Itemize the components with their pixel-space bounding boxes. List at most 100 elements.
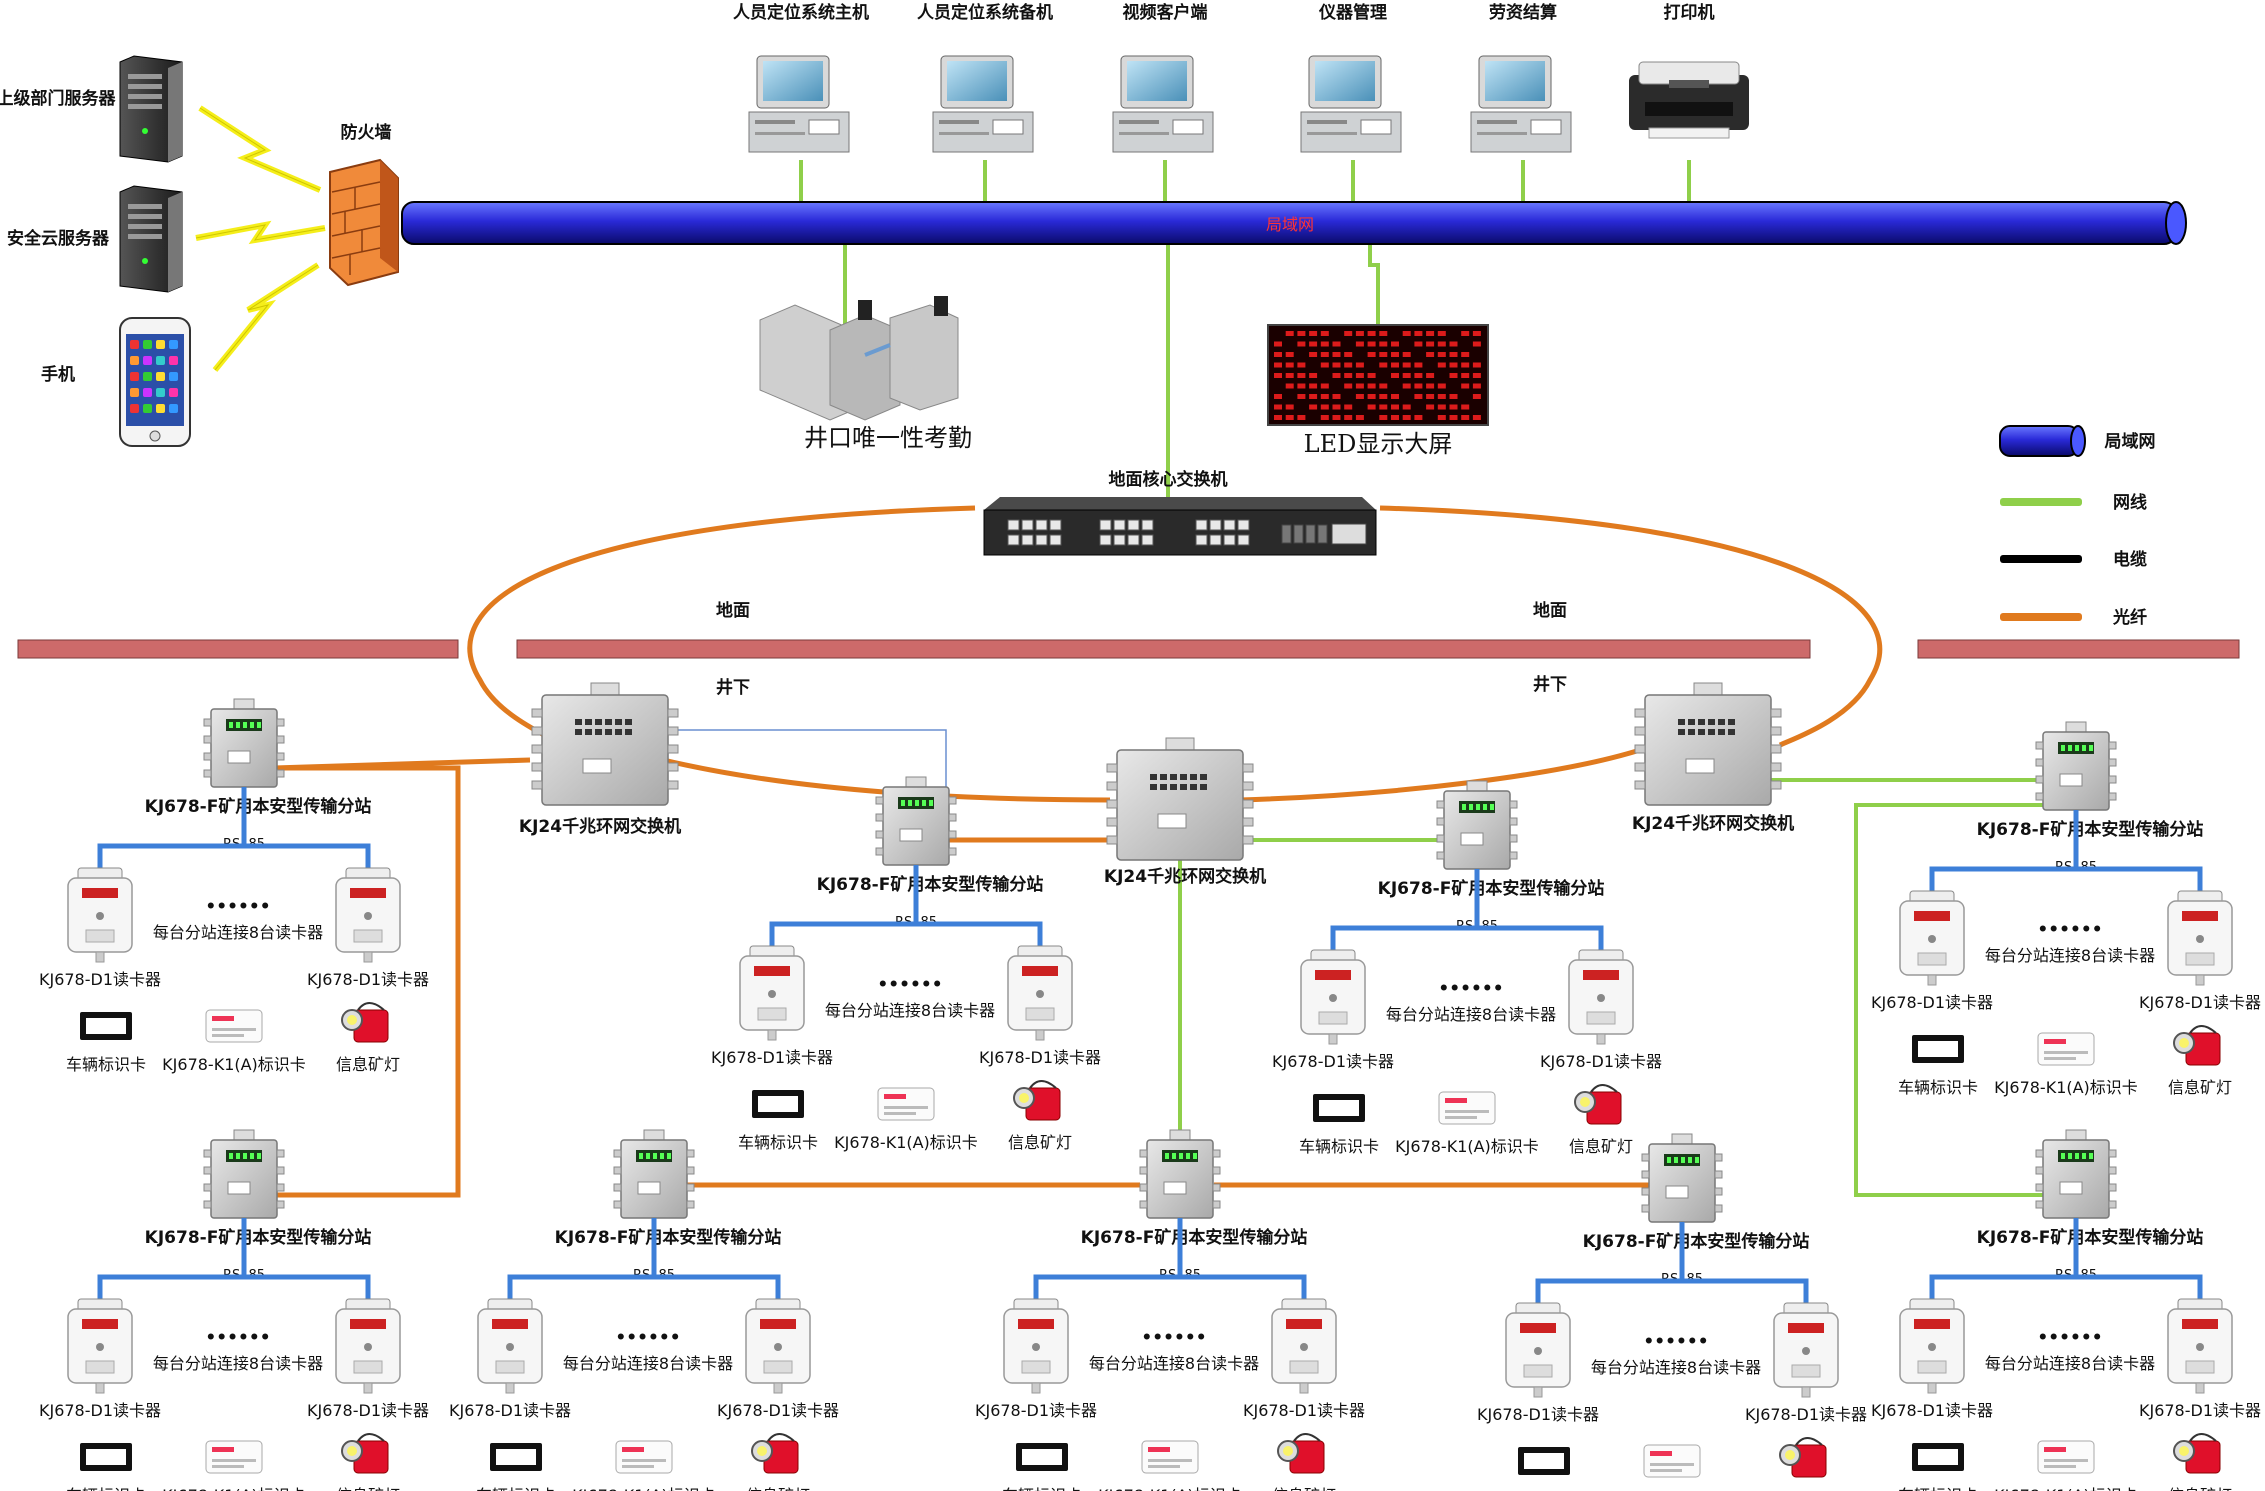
reader-label: KJ678-D1读卡器 [2139, 1401, 2261, 1420]
legend-item: 光纤 [2000, 607, 2147, 628]
mine-lamp-label: 信息矿灯 [746, 1486, 810, 1491]
station-title: KJ678-F矿用本安型传输分站 [1583, 1231, 1810, 1252]
legend-item: 局域网 [1999, 425, 2156, 457]
station-title: KJ678-F矿用本安型传输分站 [145, 796, 372, 817]
id-tag-label: KJ678-K1(A)标识卡 [1994, 1078, 2138, 1097]
top-device: 打印机 [1629, 2, 1749, 139]
id-tag-icon [205, 1009, 263, 1043]
more-readers-dots: •••••• [2037, 920, 2102, 940]
reader-label: KJ678-D1读卡器 [979, 1048, 1101, 1067]
card-reader-icon [1899, 890, 1965, 986]
mine-lamp-icon [1574, 1084, 1622, 1125]
mine-lamp-icon [341, 1002, 389, 1043]
legend-swatch [2000, 555, 2082, 563]
desktop-computer-icon [932, 55, 1034, 153]
fiber-link [467, 505, 976, 748]
vehicle-card-icon [1518, 1447, 1570, 1475]
reader-label: KJ678-D1读卡器 [39, 1401, 161, 1420]
more-readers-dots: •••••• [1438, 979, 1503, 999]
id-tag-icon [615, 1440, 673, 1474]
reader-label: KJ678-D1读卡器 [307, 1401, 429, 1420]
vehicle-card-label: 车辆标识卡 [66, 1055, 146, 1074]
led-display: LED显示大屏 [1267, 324, 1489, 458]
ring-switch: KJ24千兆环网交换机 [1104, 737, 1266, 887]
lan-label: 局域网 [1266, 215, 1314, 234]
vehicle-card-label: 车辆标识卡 [476, 1486, 556, 1491]
vehicle-card-label: 车辆标识卡 [738, 1133, 818, 1152]
ring-switch-icon [541, 694, 669, 806]
transmission-station: KJ678-F矿用本安型传输分站RS485KJ678-D1读卡器KJ678-D1… [711, 776, 1101, 1152]
card-reader-icon [1899, 1298, 1965, 1394]
desktop-computer-icon [1112, 55, 1214, 153]
vehicle-card-label: 车辆标识卡 [1299, 1137, 1379, 1156]
led-label: LED显示大屏 [1304, 430, 1453, 458]
cable-link [664, 729, 947, 800]
firewall: 防火墙 [329, 122, 399, 287]
desktop-computer-icon [748, 55, 850, 153]
id-tag-label: KJ678-K1(A)标识卡 [572, 1486, 716, 1491]
server-tower-icon [119, 185, 183, 293]
turnstile-icon [759, 296, 959, 421]
mine-lamp-label: 信息矿灯 [1272, 1486, 1336, 1491]
mine-lamp-icon [2173, 1025, 2221, 1066]
top-device-label: 人员定位系统备机 [917, 2, 1053, 23]
reader-label: KJ678-D1读卡器 [711, 1048, 833, 1067]
top-device-label: 人员定位系统主机 [733, 2, 869, 23]
top-device-label: 劳资结算 [1489, 2, 1557, 23]
left-device-label: 上级部门服务器 [0, 88, 116, 109]
station-title: KJ678-F矿用本安型传输分站 [145, 1227, 372, 1248]
card-reader-icon [1007, 945, 1073, 1041]
fiber-link [273, 757, 531, 771]
more-readers-dots: •••••• [205, 897, 270, 917]
top-device: 人员定位系统主机 [733, 2, 869, 153]
card-reader-icon [745, 1298, 811, 1394]
transmission-station: KJ678-F矿用本安型传输分站RS485KJ678-D1读卡器KJ678-D1… [449, 1129, 839, 1491]
ground-bar [516, 639, 1811, 659]
reader-label: KJ678-D1读卡器 [307, 970, 429, 989]
mine-lamp-icon [2173, 1433, 2221, 1474]
transmission-station: KJ678-F矿用本安型传输分站RS485KJ678-D1读卡器KJ678-D1… [39, 698, 429, 1074]
id-tag-label: KJ678-K1(A)标识卡 [834, 1133, 978, 1152]
top-device: 视频客户端 [1112, 2, 1214, 153]
id-tag-icon [1643, 1444, 1701, 1478]
legend-label: 网线 [2113, 492, 2147, 513]
ring-switch: KJ24千兆环网交换机 [1632, 682, 1794, 834]
card-reader-icon [1003, 1298, 1069, 1394]
reader-count-note: 每台分站连接8台读卡器 [1386, 1005, 1556, 1024]
card-reader-icon [2167, 1298, 2233, 1394]
top-device-label: 打印机 [1664, 2, 1715, 23]
reader-label: KJ678-D1读卡器 [717, 1401, 839, 1420]
reader-label: KJ678-D1读卡器 [449, 1401, 571, 1420]
card-reader-icon [1568, 949, 1634, 1045]
id-tag-label: KJ678-K1(A)标识卡 [162, 1486, 306, 1491]
ring-switch-icon [1644, 694, 1772, 806]
card-reader-icon [477, 1298, 543, 1394]
reader-count-note: 每台分站连接8台读卡器 [1591, 1358, 1761, 1377]
top-device-label: 视频客户端 [1123, 2, 1208, 23]
reader-count-note: 每台分站连接8台读卡器 [1089, 1354, 1259, 1373]
rs485-bus [97, 1274, 371, 1301]
rs485-bus [97, 843, 371, 870]
ring-switch: KJ24千兆环网交换机 [519, 682, 681, 837]
fiber-link [617, 745, 1111, 803]
legend-swatch [1999, 425, 2079, 457]
gate-turnstile: 井口唯一性考勤 [759, 296, 972, 452]
rs485-bus [1330, 925, 1604, 952]
left-device-label: 手机 [41, 364, 75, 385]
reader-count-note: 每台分站连接8台读卡器 [153, 1354, 323, 1373]
reader-label: KJ678-D1读卡器 [2139, 993, 2261, 1012]
card-reader-icon [67, 1298, 133, 1394]
reader-label: KJ678-D1读卡器 [1272, 1052, 1394, 1071]
id-tag-icon [2037, 1440, 2095, 1474]
ground-bar [17, 639, 459, 659]
mine-lamp-icon [341, 1433, 389, 1474]
id-tag-label: KJ678-K1(A)标识卡 [1994, 1486, 2138, 1491]
id-tag-icon [1438, 1091, 1496, 1125]
vehicle-card-icon [1313, 1094, 1365, 1122]
firewall-label: 防火墙 [341, 122, 392, 143]
id-tag-icon [2037, 1032, 2095, 1066]
mine-lamp-icon [1277, 1433, 1325, 1474]
more-readers-dots: •••••• [1141, 1328, 1206, 1348]
mine-lamp-icon [751, 1433, 799, 1474]
more-readers-dots: •••••• [205, 1328, 270, 1348]
